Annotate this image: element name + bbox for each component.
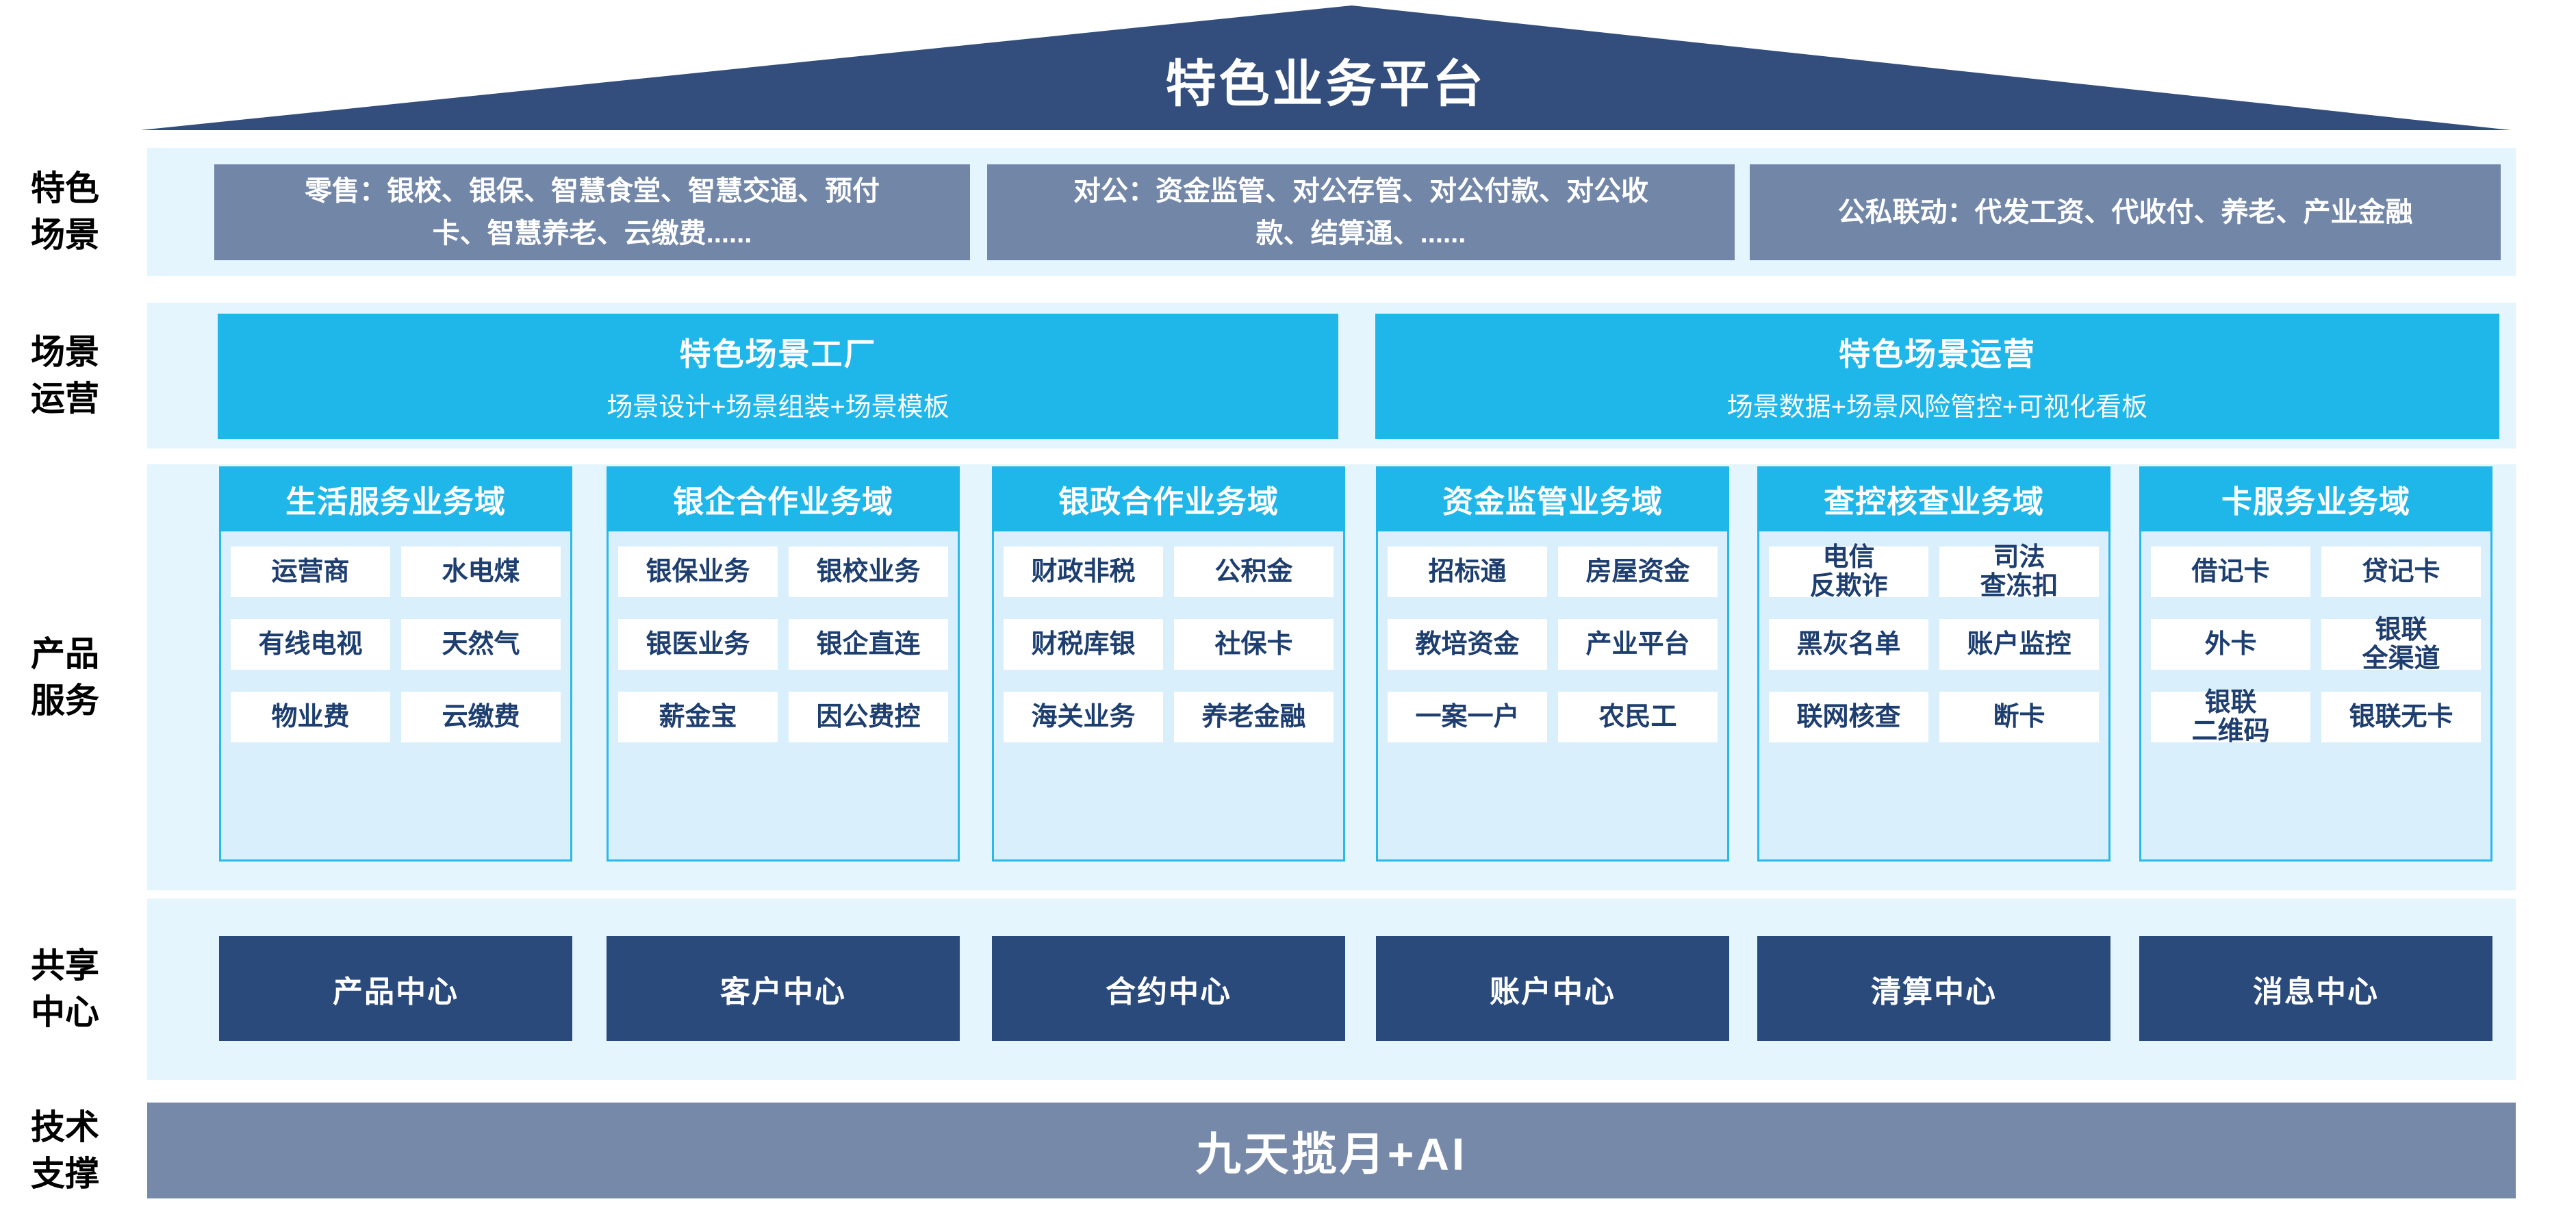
product-item: 产业平台 — [1558, 619, 1718, 670]
side-label-shared-centers: 共享 中心 — [31, 946, 99, 1031]
product-column-body: 借记卡 贷记卡 外卡 银联 全渠道 银联 二维码 银联无卡 — [2139, 531, 2492, 862]
product-column-inquiry-control: 查控核查业务域 电信 反欺诈 司法 查冻扣 黑灰名单 账户监控 联网核查 断卡 — [1757, 466, 2110, 862]
product-column-body: 电信 反欺诈 司法 查冻扣 黑灰名单 账户监控 联网核查 断卡 — [1757, 531, 2110, 862]
product-item: 财政非税 — [1004, 546, 1163, 597]
operation-box-title: 特色场景工厂 — [679, 336, 877, 373]
product-item: 农民工 — [1558, 692, 1718, 742]
tech-support-bar: 九天揽月+AI — [147, 1103, 2516, 1198]
tech-support-label: 九天揽月+AI — [1195, 1129, 1468, 1179]
product-item: 银联 二维码 — [2151, 688, 2310, 746]
product-column-body: 运营商 水电煤 有线电视 天然气 物业费 云缴费 — [219, 531, 572, 862]
product-item: 教培资金 — [1388, 619, 1547, 670]
product-item: 因公费控 — [789, 692, 948, 742]
side-label-product-services: 产品 服务 — [31, 635, 99, 720]
product-column-header: 卡服务业务域 — [2139, 466, 2492, 531]
operation-box-scene-operation: 特色场景运营 场景数据+场景风险管控+可视化看板 — [1375, 314, 2499, 439]
product-item: 云缴费 — [401, 692, 561, 742]
product-item: 银保业务 — [618, 546, 778, 597]
product-item: 银联无卡 — [2321, 692, 2481, 742]
scene-box-retail: 零售：银校、银保、智慧食堂、智慧交通、预付 卡、智慧养老、云缴费...... — [214, 164, 970, 260]
product-item: 银企直连 — [789, 619, 948, 670]
product-item: 断卡 — [1939, 692, 2099, 742]
center-box-clearing: 清算中心 — [1757, 936, 2110, 1041]
operation-box-subtitle: 场景设计+场景组装+场景模板 — [607, 392, 949, 422]
scene-box-corporate: 对公：资金监管、对公存管、对公付款、对公收 款、结算通、...... — [987, 164, 1735, 260]
center-box-message: 消息中心 — [2139, 936, 2492, 1041]
product-column-header: 资金监管业务域 — [1376, 466, 1729, 531]
center-box-customer: 客户中心 — [607, 936, 960, 1041]
side-label-tech-support: 技术 支撑 — [31, 1108, 99, 1193]
product-item: 联网核查 — [1769, 692, 1928, 742]
product-item: 司法 查冻扣 — [1939, 543, 2099, 601]
product-column-header: 生活服务业务域 — [219, 466, 572, 531]
product-column-header: 查控核查业务域 — [1757, 466, 2110, 531]
product-item: 一案一户 — [1388, 692, 1547, 742]
operation-box-title: 特色场景运营 — [1839, 336, 2036, 373]
product-item: 运营商 — [231, 546, 390, 597]
product-item: 招标通 — [1388, 546, 1547, 597]
product-item: 物业费 — [231, 692, 390, 742]
product-column-header: 银政合作业务域 — [992, 466, 1345, 531]
product-item: 黑灰名单 — [1769, 619, 1928, 670]
product-item: 借记卡 — [2151, 546, 2310, 597]
product-item: 薪金宝 — [618, 692, 778, 742]
product-column-fund-supervision: 资金监管业务域 招标通 房屋资金 教培资金 产业平台 一案一户 农民工 — [1376, 466, 1729, 862]
product-column-card-services: 卡服务业务域 借记卡 贷记卡 外卡 银联 全渠道 银联 二维码 银联无卡 — [2139, 466, 2492, 862]
product-item: 银联 全渠道 — [2321, 616, 2481, 673]
product-item: 银医业务 — [618, 619, 778, 670]
product-item: 天然气 — [401, 619, 561, 670]
center-box-product: 产品中心 — [219, 936, 572, 1041]
operation-box-scene-factory: 特色场景工厂 场景设计+场景组装+场景模板 — [218, 314, 1338, 439]
product-item: 外卡 — [2151, 619, 2310, 670]
product-item: 公积金 — [1174, 546, 1334, 597]
product-column-body: 银保业务 银校业务 银医业务 银企直连 薪金宝 因公费控 — [607, 531, 960, 862]
product-item: 账户监控 — [1939, 619, 2099, 670]
product-item: 养老金融 — [1174, 692, 1334, 742]
center-box-account: 账户中心 — [1376, 936, 1729, 1041]
product-item: 有线电视 — [231, 619, 390, 670]
product-item: 银校业务 — [789, 546, 948, 597]
product-item: 贷记卡 — [2321, 546, 2481, 597]
scene-box-public-private: 公私联动：代发工资、代收付、养老、产业金融 — [1750, 164, 2501, 260]
product-column-bank-enterprise: 银企合作业务域 银保业务 银校业务 银医业务 银企直连 薪金宝 因公费控 — [607, 466, 960, 862]
side-label-scene-operation: 场景 运营 — [31, 333, 99, 418]
product-column-body: 招标通 房屋资金 教培资金 产业平台 一案一户 农民工 — [1376, 531, 1729, 862]
product-item: 电信 反欺诈 — [1769, 543, 1928, 601]
product-item: 海关业务 — [1004, 692, 1163, 742]
product-item: 财税库银 — [1004, 619, 1163, 670]
product-item: 房屋资金 — [1558, 546, 1718, 597]
product-column-body: 财政非税 公积金 财税库银 社保卡 海关业务 养老金融 — [992, 531, 1345, 862]
product-column-header: 银企合作业务域 — [607, 466, 960, 531]
product-item: 社保卡 — [1174, 619, 1334, 670]
product-column-life-services: 生活服务业务域 运营商 水电煤 有线电视 天然气 物业费 云缴费 — [219, 466, 572, 862]
product-item: 水电煤 — [401, 546, 561, 597]
center-box-contract: 合约中心 — [992, 936, 1345, 1041]
operation-box-subtitle: 场景数据+场景风险管控+可视化看板 — [1726, 392, 2148, 422]
side-label-special-scenes: 特色 场景 — [31, 169, 99, 254]
product-column-bank-government: 银政合作业务域 财政非税 公积金 财税库银 社保卡 海关业务 养老金融 — [992, 466, 1345, 862]
platform-title: 特色业务平台 — [1165, 55, 1486, 112]
